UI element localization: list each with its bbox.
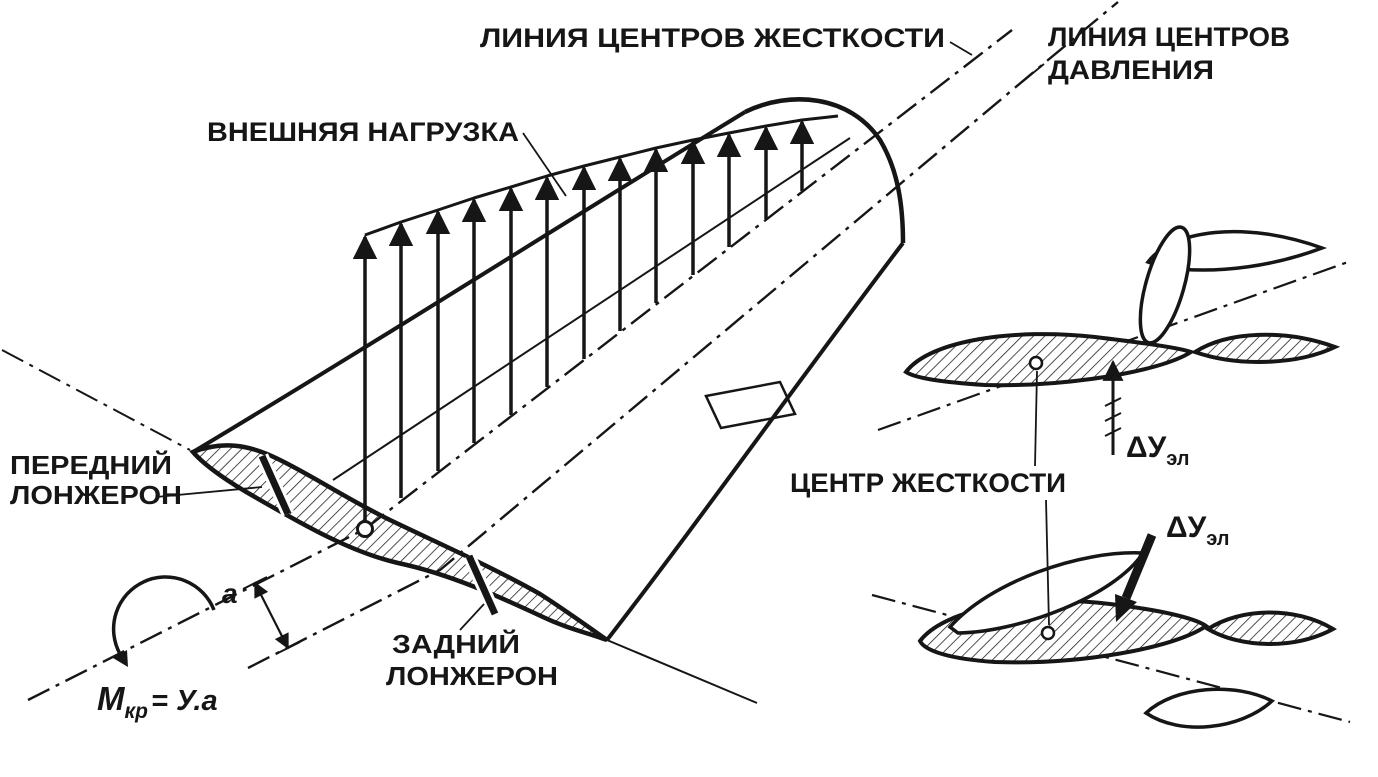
span-line xyxy=(332,137,851,481)
labels: ЛИНИЯ ЦЕНТРОВ ЖЕСТКОСТИ ЛИНИЯ ЦЕНТРОВ ДА… xyxy=(10,22,1290,723)
root-airfoil-shape xyxy=(189,443,609,643)
arrow-tick xyxy=(1104,427,1122,437)
front-spar-label-2: ЛОНЖЕРОН xyxy=(10,480,182,510)
load-envelope-curve xyxy=(364,114,839,237)
trailing-edge xyxy=(605,241,905,642)
torsion-moment-arrow xyxy=(111,575,216,667)
pressure-line-label-2: ДАВЛЕНИЯ xyxy=(1048,55,1214,85)
aileron-lower-profile xyxy=(1143,687,1276,729)
torque-symbol: М xyxy=(97,680,126,717)
rear-spar-leader xyxy=(459,603,485,631)
stiffness-center-point-bottom xyxy=(1040,625,1056,641)
delta-lift-main: ΔУ xyxy=(1166,511,1207,544)
stiffness-line-label: ЛИНИЯ ЦЕНТРОВ ЖЕСТКОСТИ xyxy=(480,23,945,53)
root-stiffness-center-point xyxy=(356,520,374,538)
delta-lift-main: ΔУ xyxy=(1126,431,1167,464)
external-load-leader xyxy=(522,132,567,197)
dimension-a xyxy=(242,576,301,655)
root-airfoil-section xyxy=(189,443,609,643)
delta-lift-subscript: эл xyxy=(1206,528,1229,550)
delta-lift-subscript: эл xyxy=(1166,448,1189,470)
wing-tip xyxy=(744,97,906,244)
stiffness-center-point-top xyxy=(1028,355,1044,371)
dimension-a-label: а xyxy=(222,578,238,609)
external-load-label: ВНЕШНЯЯ НАГРУЗКА xyxy=(207,117,519,147)
dimension-tick xyxy=(242,576,268,590)
leading-edge xyxy=(191,110,747,454)
stiffness-center-leader-bottom xyxy=(1045,499,1050,626)
load-arrows xyxy=(352,119,815,521)
moment-arrowhead xyxy=(113,650,128,667)
torque-expression: = У.а xyxy=(151,685,218,717)
aileron-section-bottom xyxy=(871,533,1351,729)
arrow-tick xyxy=(1104,397,1122,407)
rear-spar-label-1: ЗАДНИЙ xyxy=(392,629,520,659)
delta-lift-arrow-shaft xyxy=(1121,533,1157,600)
aileron-sections-group xyxy=(871,225,1351,729)
wing-group xyxy=(1,1,1119,704)
dimension-tick xyxy=(275,641,301,655)
pressure-line-leader xyxy=(1021,63,1045,83)
dimension-arrows xyxy=(254,581,289,650)
delta-lift-label-bottom: ΔУэл xyxy=(1166,511,1230,550)
front-spar-leader xyxy=(155,486,263,498)
delta-lift-up-arrow xyxy=(1102,359,1124,455)
rear-spar-label-2: ЛОНЖЕРОН xyxy=(386,661,558,691)
root-chord-extension-rear xyxy=(606,639,758,704)
arrow-tick xyxy=(1104,412,1122,422)
pressure-line-label-1: ЛИНИЯ ЦЕНТРОВ xyxy=(1048,22,1290,52)
root-chord-extension-front xyxy=(1,349,191,451)
delta-lift-arrowhead xyxy=(1115,594,1137,622)
rear-spar-mark xyxy=(465,554,499,616)
pressure-centers-line xyxy=(247,1,1119,670)
stiffness-center-leader-top xyxy=(1034,370,1038,467)
moment-arc xyxy=(111,575,216,655)
aileron-outline xyxy=(704,380,797,430)
front-spar-label-1: ПЕРЕДНИЙ xyxy=(10,450,172,480)
stiffness-line-leader xyxy=(949,41,973,56)
aileron-section-top xyxy=(877,225,1349,455)
torque-formula: Мкр= У.а xyxy=(97,680,218,723)
stiffness-center-label: ЦЕНТР ЖЕСТКОСТИ xyxy=(790,468,1066,498)
aileron-neutral-bottom xyxy=(1204,610,1337,646)
aileron-neutral-top xyxy=(1190,332,1341,364)
delta-lift-label-top: ΔУэл xyxy=(1126,431,1190,470)
aileron-rotated-profile xyxy=(1138,225,1192,345)
delta-lift-down-arrow xyxy=(1115,533,1157,622)
torque-subscript: кр xyxy=(125,700,149,723)
front-spar-mark xyxy=(258,454,292,516)
